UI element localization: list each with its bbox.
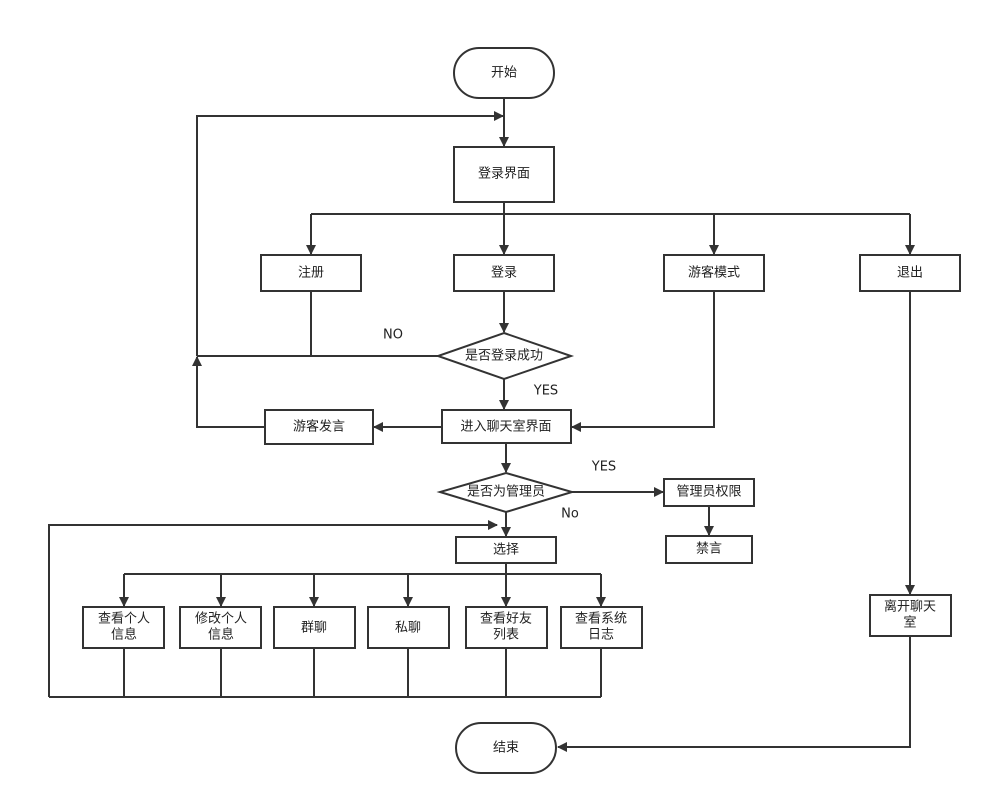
node-end: 结束: [455, 722, 557, 774]
arrow-guest-speak-back: [192, 356, 265, 428]
node-group-chat: 群聊: [273, 606, 356, 649]
svg-text:登录界面: 登录界面: [478, 167, 530, 182]
arrow-loop-to-login-ui: [196, 111, 504, 356]
connectors: [48, 98, 915, 752]
svg-text:选择: 选择: [493, 543, 519, 558]
svg-text:进入聊天室界面: 进入聊天室界面: [460, 419, 551, 435]
svg-text:信息: 信息: [111, 627, 137, 643]
edge-label-yes-login: YES: [533, 384, 558, 399]
svg-text:是否登录成功: 是否登录成功: [465, 349, 543, 364]
node-start: 开始: [453, 47, 555, 99]
svg-text:游客发言: 游客发言: [293, 419, 345, 435]
node-view-info: 查看个人 信息: [82, 606, 165, 649]
svg-text:私聊: 私聊: [395, 621, 421, 636]
svg-text:注册: 注册: [298, 266, 324, 281]
svg-text:修改个人: 修改个人: [195, 612, 247, 627]
svg-text:列表: 列表: [493, 628, 519, 643]
svg-text:信息: 信息: [208, 627, 234, 643]
svg-text:禁言: 禁言: [696, 542, 722, 557]
node-login-success-decision: 是否登录成功: [434, 331, 575, 381]
svg-text:日志: 日志: [588, 628, 614, 643]
svg-text:是否为管理员: 是否为管理员: [467, 485, 545, 500]
lines-options-return: [123, 648, 602, 697]
node-register: 注册: [260, 254, 362, 292]
node-enter-chatroom: 进入聊天室界面: [441, 409, 572, 444]
svg-text:查看好友: 查看好友: [480, 611, 532, 627]
svg-text:退出: 退出: [897, 266, 923, 281]
node-friend-list: 查看好友 列表: [465, 606, 548, 649]
node-private-chat: 私聊: [367, 606, 450, 649]
node-system-log: 查看系统 日志: [560, 606, 643, 649]
svg-text:查看系统: 查看系统: [575, 611, 627, 627]
node-mute: 禁言: [665, 535, 753, 564]
node-choose: 选择: [455, 536, 557, 564]
arrow-leave-to-end: [557, 636, 911, 752]
svg-text:登录: 登录: [491, 266, 517, 281]
edge-label-no-login: NO: [383, 328, 403, 343]
node-admin-rights: 管理员权限: [663, 478, 755, 507]
svg-text:管理员权限: 管理员权限: [676, 484, 741, 500]
svg-text:离开聊天: 离开聊天: [884, 599, 936, 615]
node-guest-mode: 游客模式: [663, 254, 765, 292]
arrow-options-loop: [48, 520, 498, 697]
edge-label-no-admin: No: [561, 507, 579, 522]
node-login-ui: 登录界面: [453, 146, 555, 203]
svg-text:查看个人: 查看个人: [98, 611, 150, 627]
node-is-admin-decision: 是否为管理员: [436, 471, 576, 514]
svg-text:游客模式: 游客模式: [688, 265, 740, 281]
svg-text:结束: 结束: [493, 741, 519, 756]
node-guest-speak: 游客发言: [264, 409, 374, 445]
node-leave-chatroom: 离开聊天 室: [869, 594, 952, 637]
arrow-guest-mode-to-chatroom: [571, 291, 715, 432]
node-login: 登录: [453, 254, 555, 292]
svg-text:室: 室: [903, 615, 916, 631]
edge-label-yes-admin: YES: [591, 460, 616, 475]
svg-text:开始: 开始: [491, 66, 517, 81]
node-edit-info: 修改个人 信息: [179, 606, 262, 649]
node-exit: 退出: [859, 254, 961, 292]
svg-text:群聊: 群聊: [301, 621, 327, 636]
